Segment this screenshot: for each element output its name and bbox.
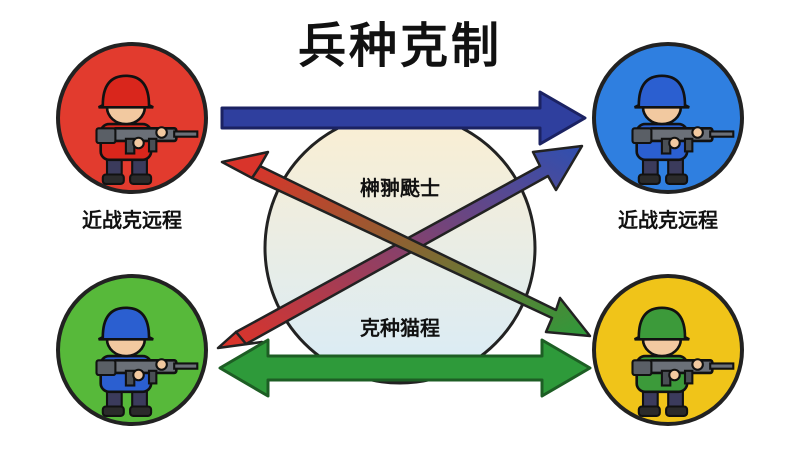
page-title: 兵种克制 [297, 18, 502, 74]
unit-top-left [56, 42, 208, 194]
unit-top-right [592, 42, 744, 194]
unit-bottom-right [592, 274, 744, 426]
unit-bottom-left [56, 274, 208, 426]
unit-label-top-left: 近战克远程 [82, 208, 182, 232]
arrow-top-blue [220, 90, 587, 146]
unit-label-top-right: 近战克远程 [618, 208, 718, 232]
center-top-text: 榊翀颫士 [360, 176, 440, 200]
arrow-diagonal-to-bottom-right [220, 150, 592, 338]
center-bottom-text: 克种猫程 [360, 316, 440, 340]
arrow-bottom-green [218, 338, 592, 398]
